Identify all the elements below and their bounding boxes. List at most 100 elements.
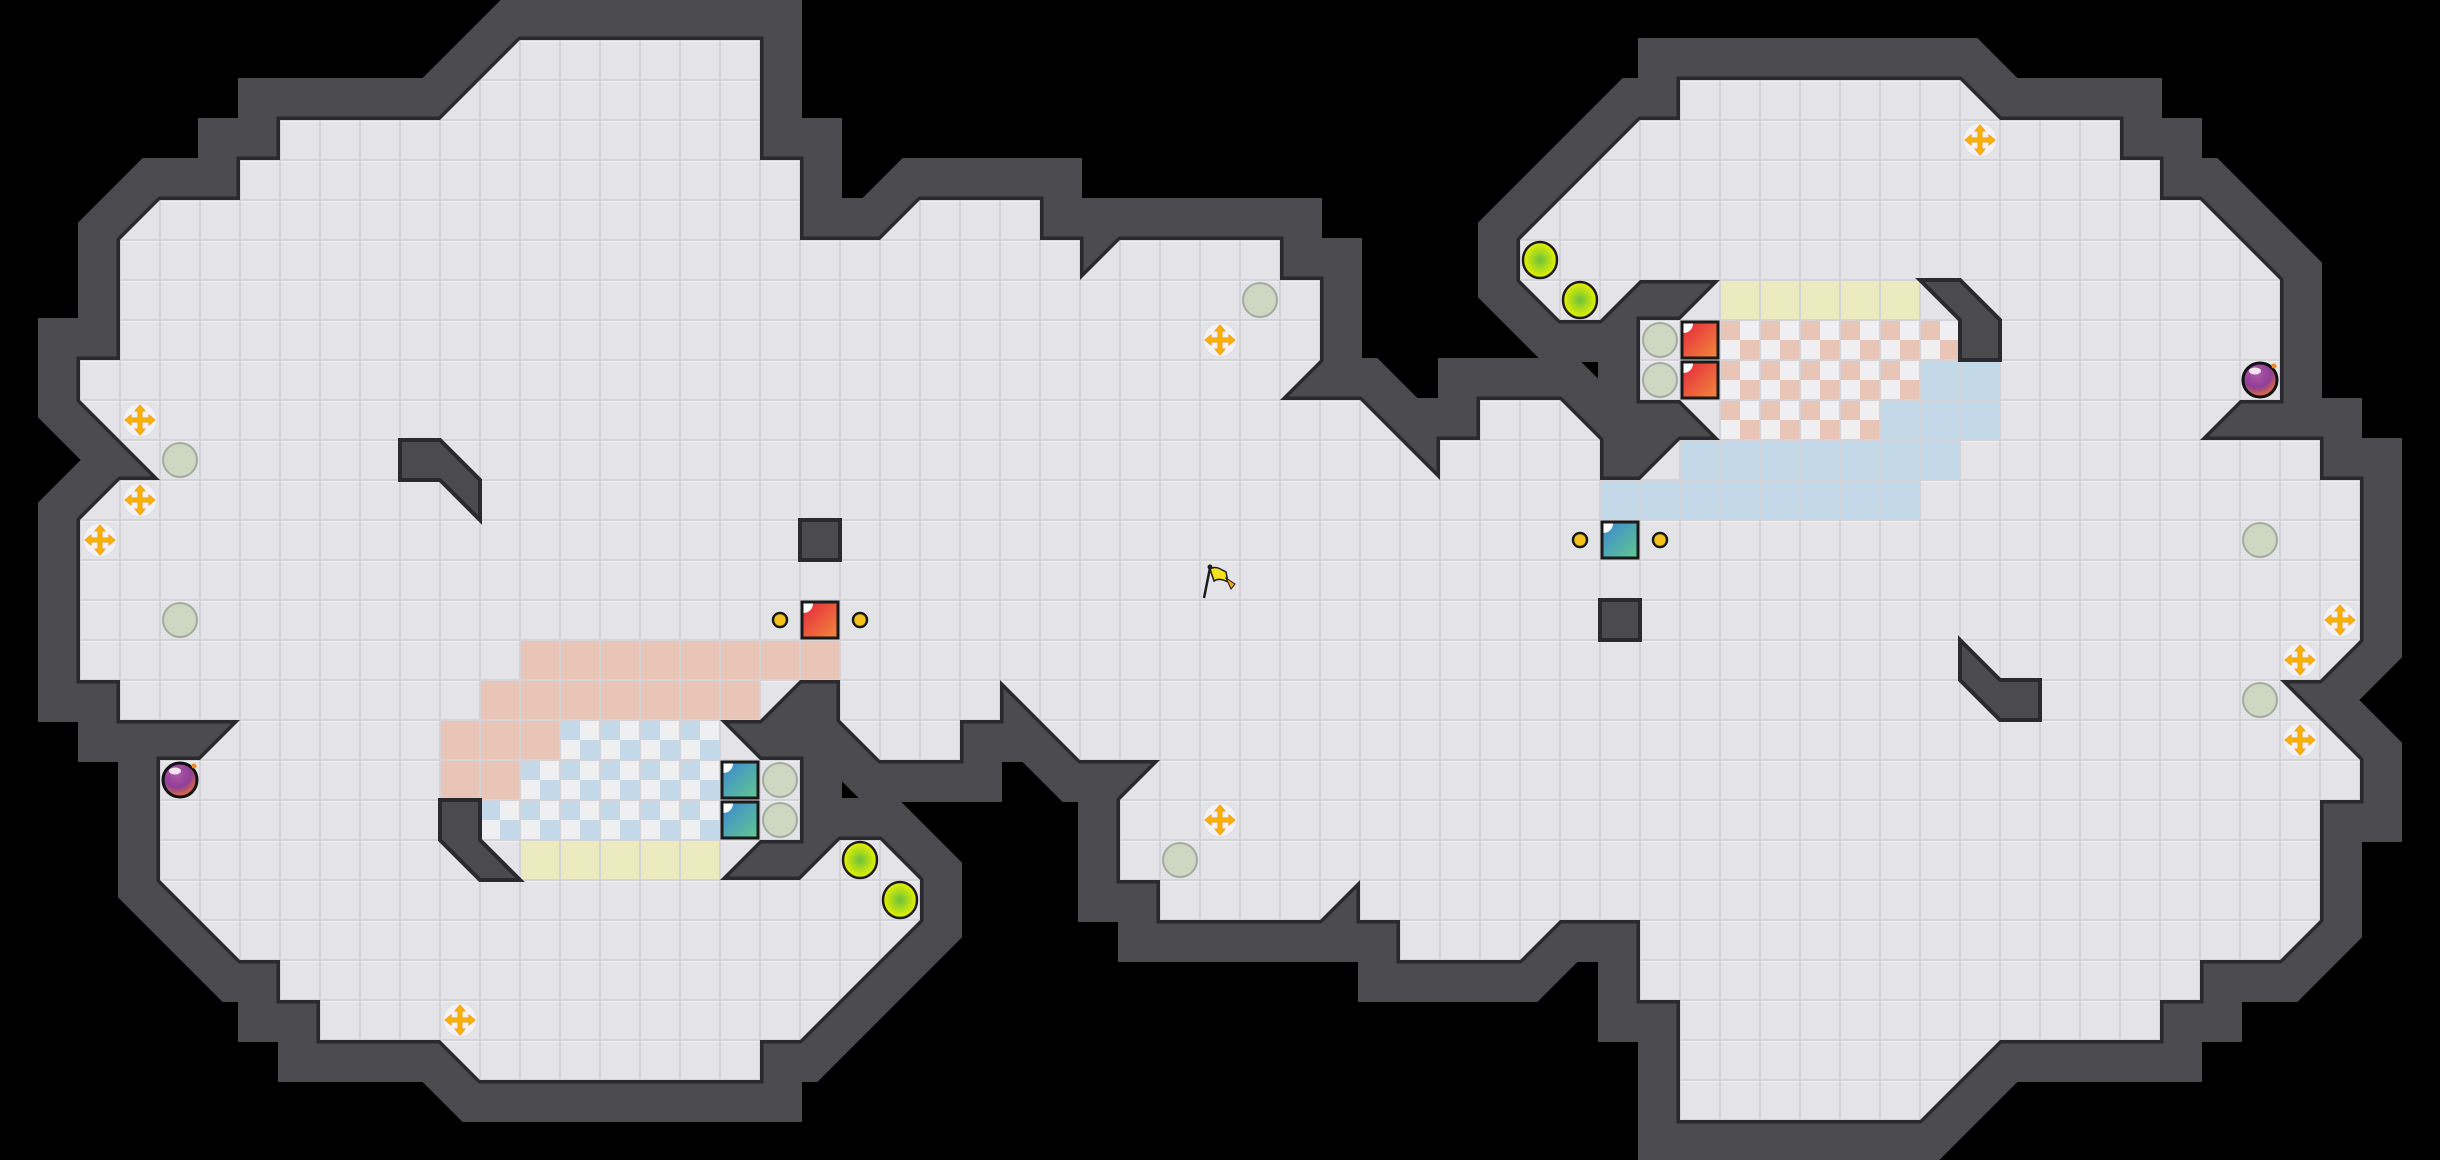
boost-arrows xyxy=(84,524,116,556)
checker-dark xyxy=(1860,340,1879,359)
gray-marker-icon xyxy=(1162,842,1198,878)
checker-dark xyxy=(1900,340,1919,359)
checker-dark xyxy=(1841,401,1860,420)
orb-highlight xyxy=(169,767,181,775)
purple-orb-icon xyxy=(2241,361,2279,399)
red-zone-tile xyxy=(481,681,519,719)
blue-zone-tile xyxy=(1641,481,1679,519)
red-zone-tile xyxy=(561,641,599,679)
red-checker-tile xyxy=(1721,321,1759,359)
checker-dark xyxy=(620,820,639,839)
checker-dark xyxy=(700,820,719,839)
button-icon xyxy=(1651,531,1669,549)
yellow-flag-icon xyxy=(1202,564,1236,599)
checker-dark xyxy=(660,820,679,839)
red-zone-tile xyxy=(481,721,519,759)
checker-dark xyxy=(561,801,580,820)
blue-checker-tile xyxy=(641,801,679,839)
block-shine xyxy=(1603,523,1613,533)
red-zone-tile xyxy=(441,721,479,759)
checker-dark xyxy=(1780,380,1799,399)
checker-dark xyxy=(681,801,700,820)
red-zone-tile xyxy=(441,761,479,799)
blue-zone-tile xyxy=(1921,361,1959,399)
flag-pole xyxy=(1202,567,1212,599)
yellow-zone-tile xyxy=(1721,281,1759,319)
boost-arrows-icon xyxy=(2282,722,2318,758)
checker-dark xyxy=(641,761,660,780)
red-checker-tile xyxy=(1761,321,1799,359)
checker-dark xyxy=(620,780,639,799)
block-shine xyxy=(1683,363,1693,373)
checker-dark xyxy=(660,740,679,759)
wall-obstacle xyxy=(798,518,842,562)
checker-dark xyxy=(620,740,639,759)
checker-dark xyxy=(521,801,540,820)
blue-zone-tile xyxy=(1961,361,1999,399)
red-checker-tile xyxy=(1801,321,1839,359)
checker-dark xyxy=(660,780,679,799)
gray-marker-icon xyxy=(1642,322,1678,358)
wall-obstacle xyxy=(1958,635,2042,722)
checker-dark xyxy=(1860,380,1879,399)
yellow-zone-tile xyxy=(521,841,559,879)
button-icon xyxy=(851,611,869,629)
checker-dark xyxy=(561,721,580,740)
yellow-zone-tile xyxy=(1801,281,1839,319)
blue-zone-tile xyxy=(1721,441,1759,479)
checker-dark xyxy=(1801,361,1820,380)
checker-dark xyxy=(540,820,559,839)
checker-dark xyxy=(1801,321,1820,340)
checker-dark xyxy=(1841,361,1860,380)
checker-dark xyxy=(1820,340,1839,359)
blue-zone-tile xyxy=(1841,481,1879,519)
blue-zone-tile xyxy=(1761,441,1799,479)
boost-arrows-icon xyxy=(1962,122,1998,158)
gray-marker-icon xyxy=(2242,682,2278,718)
checker-dark xyxy=(1820,380,1839,399)
flag-knob xyxy=(1207,564,1213,570)
block-shine xyxy=(723,803,733,813)
orb-spark xyxy=(2271,363,2277,369)
checker-dark xyxy=(641,721,660,740)
blue-checker-tile xyxy=(561,801,599,839)
red-zone-tile xyxy=(801,641,839,679)
blue-block-icon xyxy=(720,760,760,800)
blue-checker-tile xyxy=(681,801,719,839)
block-shine xyxy=(1683,323,1693,333)
red-checker-tile xyxy=(1721,401,1759,439)
blue-zone-tile xyxy=(1881,401,1919,439)
blue-checker-tile xyxy=(521,761,559,799)
blue-zone-tile xyxy=(1801,441,1839,479)
red-checker-tile xyxy=(1761,361,1799,399)
red-block-icon xyxy=(800,600,840,640)
boost-arrows-icon xyxy=(442,1002,478,1038)
boost-arrows xyxy=(1964,124,1996,156)
entity-layer xyxy=(82,122,2358,1038)
red-block-icon xyxy=(1680,320,1720,360)
boost-arrows xyxy=(124,404,156,436)
blue-zone-tile xyxy=(1961,401,1999,439)
gray-marker-icon xyxy=(762,762,798,798)
blue-zone-tile xyxy=(1921,401,1959,439)
checker-dark xyxy=(1841,321,1860,340)
gray-marker-icon xyxy=(762,802,798,838)
block-shine xyxy=(803,603,813,613)
blue-zone-tile xyxy=(1681,481,1719,519)
blue-checker-tile xyxy=(681,721,719,759)
orb-body xyxy=(2241,361,2279,399)
red-checker-tile xyxy=(1881,361,1919,399)
gray-marker-icon xyxy=(2242,522,2278,558)
red-checker-tile xyxy=(1801,361,1839,399)
gray-marker-icon xyxy=(162,442,198,478)
blue-zone-tile xyxy=(1761,481,1799,519)
blue-checker-tile xyxy=(601,721,639,759)
blue-checker-tile xyxy=(561,721,599,759)
yellow-zone-tile xyxy=(1881,281,1919,319)
checker-dark xyxy=(1740,420,1759,439)
blue-checker-tile xyxy=(681,761,719,799)
obstacle-layer xyxy=(398,278,2042,882)
orb-body xyxy=(161,761,199,799)
red-checker-tile xyxy=(1761,401,1799,439)
